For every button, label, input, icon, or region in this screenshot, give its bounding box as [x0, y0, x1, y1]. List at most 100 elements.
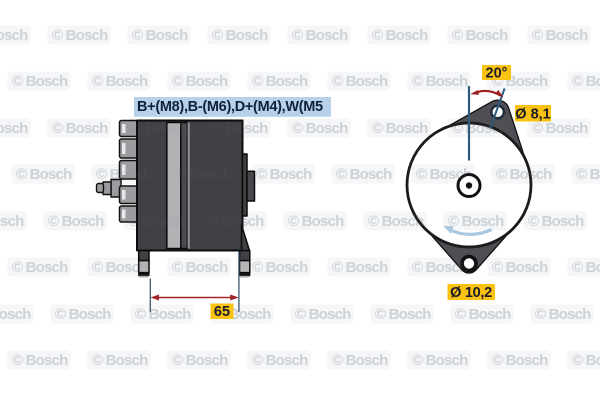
svg-text:© Bosch: © Bosch [52, 27, 108, 44]
svg-text:© Bosch: © Bosch [295, 306, 351, 323]
svg-text:© Bosch: © Bosch [292, 27, 348, 44]
svg-text:© Bosch: © Bosch [375, 306, 431, 323]
svg-text:© Bosch: © Bosch [0, 120, 28, 137]
svg-text:© Bosch: © Bosch [372, 27, 428, 44]
svg-text:© Bosch: © Bosch [492, 259, 548, 276]
svg-text:© Bosch: © Bosch [208, 213, 264, 230]
svg-text:© Bosch: © Bosch [172, 73, 228, 90]
svg-text:65: 65 [214, 304, 230, 320]
svg-text:© Bosch: © Bosch [572, 352, 600, 369]
svg-text:© Bosch: © Bosch [332, 259, 388, 276]
svg-text:Ø 10,2: Ø 10,2 [450, 285, 492, 301]
svg-text:© Bosch: © Bosch [16, 166, 72, 183]
svg-text:© Bosch: © Bosch [52, 27, 108, 44]
svg-text:© Bosch: © Bosch [535, 306, 591, 323]
svg-text:© Bosch: © Bosch [252, 73, 308, 90]
svg-text:© Bosch: © Bosch [448, 213, 504, 230]
svg-text:© Bosch: © Bosch [528, 213, 584, 230]
svg-text:© Bosch: © Bosch [492, 259, 548, 276]
svg-text:© Bosch: © Bosch [52, 120, 108, 137]
svg-text:© Bosch: © Bosch [12, 73, 68, 90]
svg-text:© Bosch: © Bosch [92, 352, 148, 369]
svg-text:© Bosch: © Bosch [92, 259, 148, 276]
svg-text:Ø 8,1: Ø 8,1 [515, 106, 550, 122]
svg-text:© Bosch: © Bosch [12, 73, 68, 90]
svg-text:© Bosch: © Bosch [132, 27, 188, 44]
svg-text:© Bosch: © Bosch [0, 306, 31, 323]
svg-text:© Bosch: © Bosch [332, 352, 388, 369]
svg-text:© Bosch: © Bosch [452, 120, 508, 137]
svg-text:© Bosch: © Bosch [492, 352, 548, 369]
svg-text:© Bosch: © Bosch [252, 259, 308, 276]
svg-text:© Bosch: © Bosch [92, 259, 148, 276]
svg-text:© Bosch: © Bosch [496, 166, 552, 183]
svg-text:© Bosch: © Bosch [332, 73, 388, 90]
svg-text:© Bosch: © Bosch [452, 27, 508, 44]
svg-text:© Bosch: © Bosch [452, 27, 508, 44]
svg-text:© Bosch: © Bosch [212, 120, 268, 137]
svg-text:© Bosch: © Bosch [172, 259, 228, 276]
svg-text:© Bosch: © Bosch [412, 259, 468, 276]
svg-text:© Bosch: © Bosch [16, 166, 72, 183]
svg-text:© Bosch: © Bosch [332, 259, 388, 276]
svg-text:© Bosch: © Bosch [252, 352, 308, 369]
svg-text:© Bosch: © Bosch [96, 166, 152, 183]
svg-text:© Bosch: © Bosch [12, 352, 68, 369]
svg-text:© Bosch: © Bosch [572, 73, 600, 90]
svg-text:© Bosch: © Bosch [92, 352, 148, 369]
svg-text:© Bosch: © Bosch [12, 259, 68, 276]
svg-text:© Bosch: © Bosch [572, 259, 600, 276]
svg-text:© Bosch: © Bosch [572, 259, 600, 276]
svg-text:© Bosch: © Bosch [368, 213, 424, 230]
svg-text:© Bosch: © Bosch [0, 213, 24, 230]
svg-text:© Bosch: © Bosch [48, 213, 104, 230]
svg-text:© Bosch: © Bosch [135, 306, 191, 323]
svg-text:© Bosch: © Bosch [532, 27, 588, 44]
svg-text:© Bosch: © Bosch [332, 352, 388, 369]
svg-text:© Bosch: © Bosch [576, 166, 600, 183]
svg-text:© Bosch: © Bosch [336, 166, 392, 183]
svg-text:© Bosch: © Bosch [55, 306, 111, 323]
svg-text:© Bosch: © Bosch [212, 27, 268, 44]
svg-text:© Bosch: © Bosch [256, 166, 312, 183]
svg-text:© Bosch: © Bosch [212, 27, 268, 44]
svg-text:© Bosch: © Bosch [412, 73, 468, 90]
svg-text:© Bosch: © Bosch [252, 259, 308, 276]
svg-text:© Bosch: © Bosch [172, 352, 228, 369]
svg-text:© Bosch: © Bosch [368, 213, 424, 230]
svg-text:© Bosch: © Bosch [128, 213, 184, 230]
svg-text:© Bosch: © Bosch [0, 120, 28, 137]
svg-text:© Bosch: © Bosch [92, 73, 148, 90]
svg-text:© Bosch: © Bosch [412, 352, 468, 369]
svg-text:© Bosch: © Bosch [48, 213, 104, 230]
svg-text:© Bosch: © Bosch [172, 259, 228, 276]
svg-text:© Bosch: © Bosch [492, 352, 548, 369]
svg-text:© Bosch: © Bosch [135, 306, 191, 323]
svg-text:© Bosch: © Bosch [412, 73, 468, 90]
svg-text:© Bosch: © Bosch [0, 213, 24, 230]
svg-text:© Bosch: © Bosch [132, 27, 188, 44]
svg-text:© Bosch: © Bosch [252, 73, 308, 90]
svg-text:© Bosch: © Bosch [292, 120, 348, 137]
svg-text:© Bosch: © Bosch [455, 306, 511, 323]
svg-text:© Bosch: © Bosch [55, 306, 111, 323]
svg-text:© Bosch: © Bosch [52, 120, 108, 137]
svg-text:© Bosch: © Bosch [532, 120, 588, 137]
svg-text:© Bosch: © Bosch [0, 27, 28, 44]
svg-text:© Bosch: © Bosch [288, 213, 344, 230]
svg-text:© Bosch: © Bosch [0, 306, 31, 323]
svg-text:© Bosch: © Bosch [92, 73, 148, 90]
svg-text:© Bosch: © Bosch [576, 166, 600, 183]
svg-text:© Bosch: © Bosch [496, 166, 552, 183]
svg-text:© Bosch: © Bosch [332, 73, 388, 90]
svg-text:© Bosch: © Bosch [572, 352, 600, 369]
svg-text:© Bosch: © Bosch [256, 166, 312, 183]
svg-text:© Bosch: © Bosch [372, 120, 428, 137]
svg-text:© Bosch: © Bosch [132, 120, 188, 137]
svg-text:© Bosch: © Bosch [288, 213, 344, 230]
svg-text:© Bosch: © Bosch [572, 73, 600, 90]
svg-text:© Bosch: © Bosch [292, 120, 348, 137]
svg-text:© Bosch: © Bosch [336, 166, 392, 183]
svg-text:© Bosch: © Bosch [532, 120, 588, 137]
svg-text:© Bosch: © Bosch [172, 73, 228, 90]
